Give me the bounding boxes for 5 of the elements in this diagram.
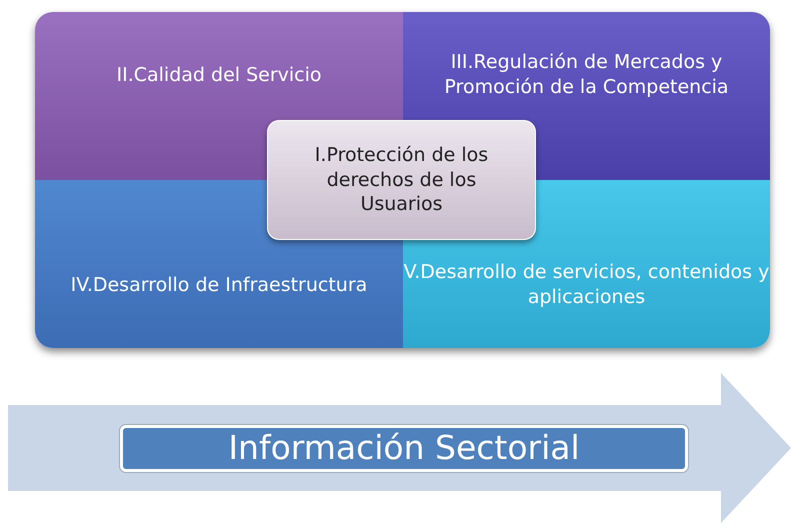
- quadrant-label: III.Regulación de Mercados y Promoción de la Competencia: [403, 45, 770, 105]
- banner-box: Información Sectorial: [120, 425, 688, 472]
- arrow-shape: [8, 373, 791, 523]
- quadrant-label: II.Calidad del Servicio: [35, 60, 403, 90]
- center-box: I.Protección de los derechos de los Usuarios: [267, 120, 536, 240]
